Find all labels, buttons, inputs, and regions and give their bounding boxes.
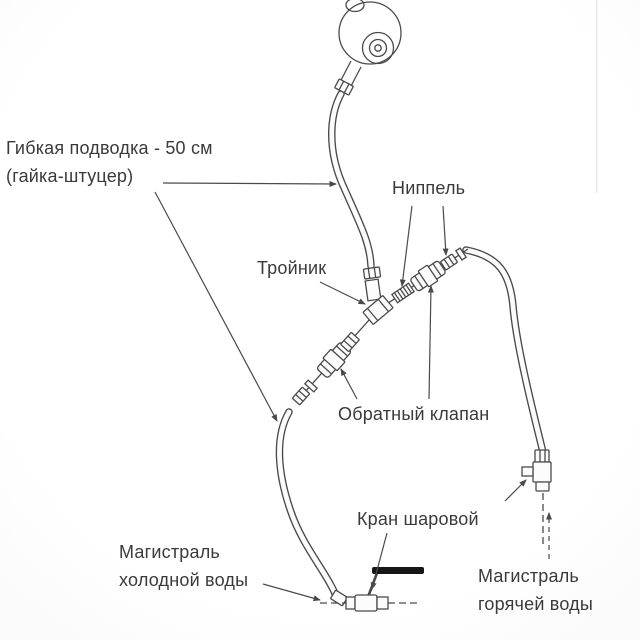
nipple-fitting-2 [440, 253, 458, 271]
label-hot-main-line1: Магистраль [478, 566, 579, 586]
leader-cold-main [262, 583, 321, 602]
label-ball-valve-text: Кран шаровой [357, 509, 479, 529]
label-hot-main: Магистраль горячей воды [478, 562, 593, 618]
flexible-hose-mixer [328, 90, 375, 270]
tee-fitting [362, 295, 394, 325]
mixer-head [338, 0, 402, 65]
cold-hose-nut [330, 589, 348, 607]
label-nipple-text: Ниппель [392, 178, 466, 198]
leader-flex-hose-1 [162, 180, 337, 187]
ball-valve-handle [372, 567, 424, 574]
leader-hot-main [504, 479, 527, 502]
hot-hose-nut [534, 449, 550, 463]
label-hot-main-line2: горячей воды [478, 594, 593, 614]
label-cold-main-line2: холодной воды [119, 570, 249, 590]
leader-flex-hose-2 [154, 191, 278, 422]
label-tee-text: Тройник [257, 258, 327, 278]
tee-branch [364, 278, 382, 302]
ball-valve-body [345, 594, 389, 612]
label-cold-main-line1: Магистраль [119, 542, 220, 562]
label-nipple: Ниппель [392, 174, 465, 202]
flexible-hose-cold [275, 408, 340, 600]
leader-nipple-2 [442, 205, 449, 256]
leader-nipple-1 [399, 205, 413, 287]
stem-nut [334, 78, 354, 96]
hose-end-nut-lower [292, 386, 310, 406]
hose-ferrule-lower [303, 379, 319, 393]
mixer-stem [339, 60, 362, 89]
label-flexible-hose: Гибкая подводка - 50 см (гайка-штуцер) [6, 134, 213, 190]
leader-check-valve-1 [340, 368, 358, 400]
label-check-valve: Обратный клапан [338, 400, 489, 428]
label-check-valve-text: Обратный клапан [338, 404, 490, 424]
tee-branch-nut [362, 266, 382, 280]
hose-ferrule-upper [454, 247, 468, 261]
hot-water-tee [521, 461, 552, 492]
label-tee: Тройник [257, 254, 326, 282]
leader-ball-valve [370, 532, 388, 590]
label-ball-valve: Кран шаровой [357, 505, 479, 533]
label-flexible-hose-line2: (гайка-штуцер) [6, 166, 134, 186]
chain-nut-1 [340, 332, 360, 352]
flexible-hose-hot [462, 246, 547, 456]
page-edge-line [596, 0, 598, 193]
nipple-fitting-1 [391, 282, 415, 304]
label-cold-main: Магистраль холодной воды [119, 538, 248, 594]
leader-check-valve-2 [427, 285, 434, 400]
label-flexible-hose-line1: Гибкая подводка - 50 см [6, 138, 213, 158]
check-valve-2 [410, 260, 446, 292]
leader-tee [319, 281, 366, 305]
